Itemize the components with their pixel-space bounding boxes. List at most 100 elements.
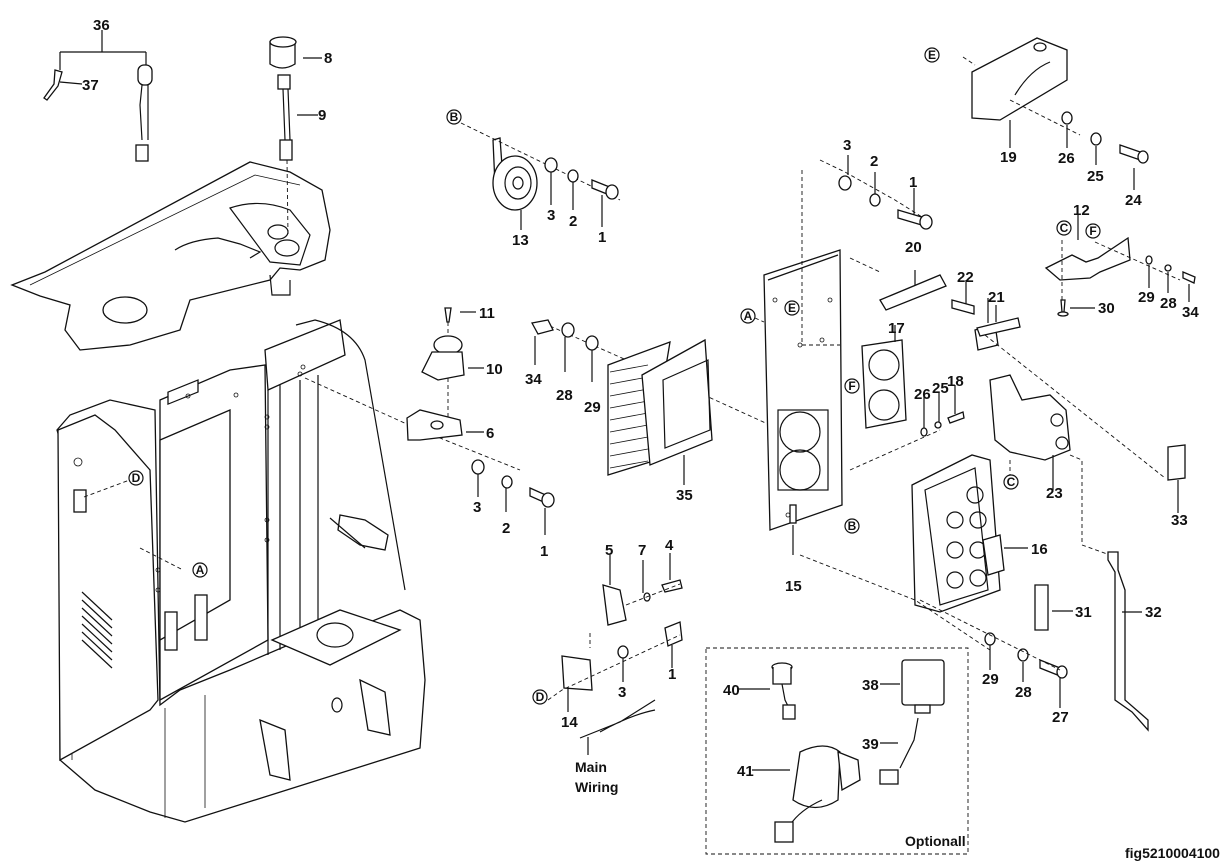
- callout-18: 18: [947, 373, 964, 390]
- callout-30: 30: [1098, 300, 1115, 317]
- reference-marker-D-plate: D: [532, 689, 548, 705]
- motor-controller-16: [799, 454, 1028, 651]
- hour-meter: [269, 36, 322, 236]
- reference-marker-C-bracket: C: [1056, 220, 1072, 236]
- callout-23: 23: [1046, 485, 1063, 502]
- callout-3: 3: [547, 207, 555, 224]
- key-switch-assembly: [43, 30, 153, 162]
- callout-41: 41: [737, 763, 754, 780]
- callout-34: 34: [525, 371, 542, 388]
- callout-35: 35: [676, 487, 693, 504]
- callout-26: 26: [914, 386, 931, 403]
- optional-parts-box: [705, 647, 969, 855]
- key-switch-icon: [137, 64, 153, 86]
- callout-12: 12: [1073, 202, 1090, 219]
- callout-9: 9: [318, 107, 326, 124]
- callout-38: 38: [862, 677, 879, 694]
- fasteners-18: [920, 385, 965, 437]
- callout-3: 3: [618, 684, 626, 701]
- callout-29: 29: [982, 671, 999, 688]
- callout-24: 24: [1125, 192, 1142, 209]
- svg-text:A: A: [196, 563, 205, 577]
- callout-8: 8: [324, 50, 332, 67]
- figure-id-label: fig5210004100: [1125, 845, 1220, 861]
- callout-28: 28: [1015, 684, 1032, 701]
- callout-1: 1: [668, 666, 676, 683]
- callout-4: 4: [665, 537, 674, 554]
- callout-34: 34: [1182, 304, 1199, 321]
- bracket-12: [1044, 215, 1196, 317]
- reference-marker-E-display: E: [924, 47, 940, 63]
- fan-assembly: [819, 155, 999, 471]
- svg-text:F: F: [848, 379, 855, 393]
- callout-33: 33: [1171, 512, 1188, 529]
- callout-3: 3: [473, 499, 481, 516]
- frame-holes: [73, 364, 306, 593]
- display-19: [962, 37, 1149, 190]
- contactor-23: [984, 334, 1166, 556]
- dash-cover: [10, 161, 331, 351]
- callout-2: 2: [502, 520, 510, 537]
- reference-marker-E-plate: E: [784, 300, 800, 316]
- svg-text:F: F: [1089, 224, 1096, 238]
- horn-assembly: [460, 122, 621, 230]
- chassis-frame: [56, 319, 426, 823]
- svg-text:B: B: [848, 519, 857, 533]
- callout-37: 37: [82, 77, 99, 94]
- callout-2: 2: [870, 153, 878, 170]
- callout-15: 15: [785, 578, 802, 595]
- callout-27: 27: [1052, 709, 1069, 726]
- callout-11: 11: [479, 305, 495, 322]
- callout-14: 14: [561, 714, 578, 731]
- callout-5: 5: [605, 542, 613, 559]
- callout-32: 32: [1145, 604, 1162, 621]
- callout-21: 21: [988, 289, 1005, 306]
- callout-16: 16: [1031, 541, 1048, 558]
- reference-marker-C-contactor: C: [1003, 474, 1019, 490]
- svg-text:E: E: [788, 301, 796, 315]
- callout-40: 40: [723, 682, 740, 699]
- callout-25: 25: [932, 380, 949, 397]
- callout-25: 25: [1087, 168, 1104, 185]
- callout-7: 7: [638, 542, 646, 559]
- callout-26: 26: [1058, 150, 1075, 167]
- key-icon: [43, 69, 63, 101]
- callout-19: 19: [1000, 149, 1017, 166]
- svg-text:D: D: [536, 690, 545, 704]
- controller-35: [531, 319, 771, 485]
- callout-20: 20: [905, 239, 922, 256]
- svg-text:D: D: [132, 471, 141, 485]
- svg-text:B: B: [450, 110, 459, 124]
- svg-text:A: A: [744, 309, 753, 323]
- main-wiring-label-line2: Wiring: [575, 779, 618, 795]
- callout-29: 29: [584, 399, 601, 416]
- svg-text:C: C: [1060, 221, 1069, 235]
- callout-29: 29: [1138, 289, 1155, 306]
- reference-marker-A-plate: A: [740, 308, 756, 324]
- main-wiring-label-line1: Main: [575, 759, 607, 775]
- callout-10: 10: [486, 361, 503, 378]
- reference-marker-F-plate: F: [844, 378, 860, 394]
- svg-text:C: C: [1007, 475, 1016, 489]
- fasteners-27: [919, 599, 1068, 708]
- callout-1: 1: [909, 174, 917, 191]
- callout-3: 3: [843, 137, 851, 154]
- reference-marker-A-frame: A: [192, 562, 208, 578]
- callout-13: 13: [512, 232, 529, 249]
- callout-31: 31: [1075, 604, 1092, 621]
- emergency-stop-assembly: [406, 307, 555, 535]
- callout-28: 28: [556, 387, 573, 404]
- svg-text:E: E: [928, 48, 936, 62]
- fuses-and-busbars: [976, 305, 1186, 732]
- callout-28: 28: [1160, 295, 1177, 312]
- optional-box-label: Optionall: [905, 833, 966, 849]
- callout-1: 1: [540, 543, 548, 560]
- leader-A-frame: [139, 547, 184, 571]
- callout-1: 1: [598, 229, 606, 246]
- leader-D-frame: [83, 477, 136, 498]
- callout-22: 22: [957, 269, 974, 286]
- reference-marker-B-horn: B: [446, 109, 462, 125]
- callout-2: 2: [569, 213, 577, 230]
- callout-17: 17: [888, 320, 905, 337]
